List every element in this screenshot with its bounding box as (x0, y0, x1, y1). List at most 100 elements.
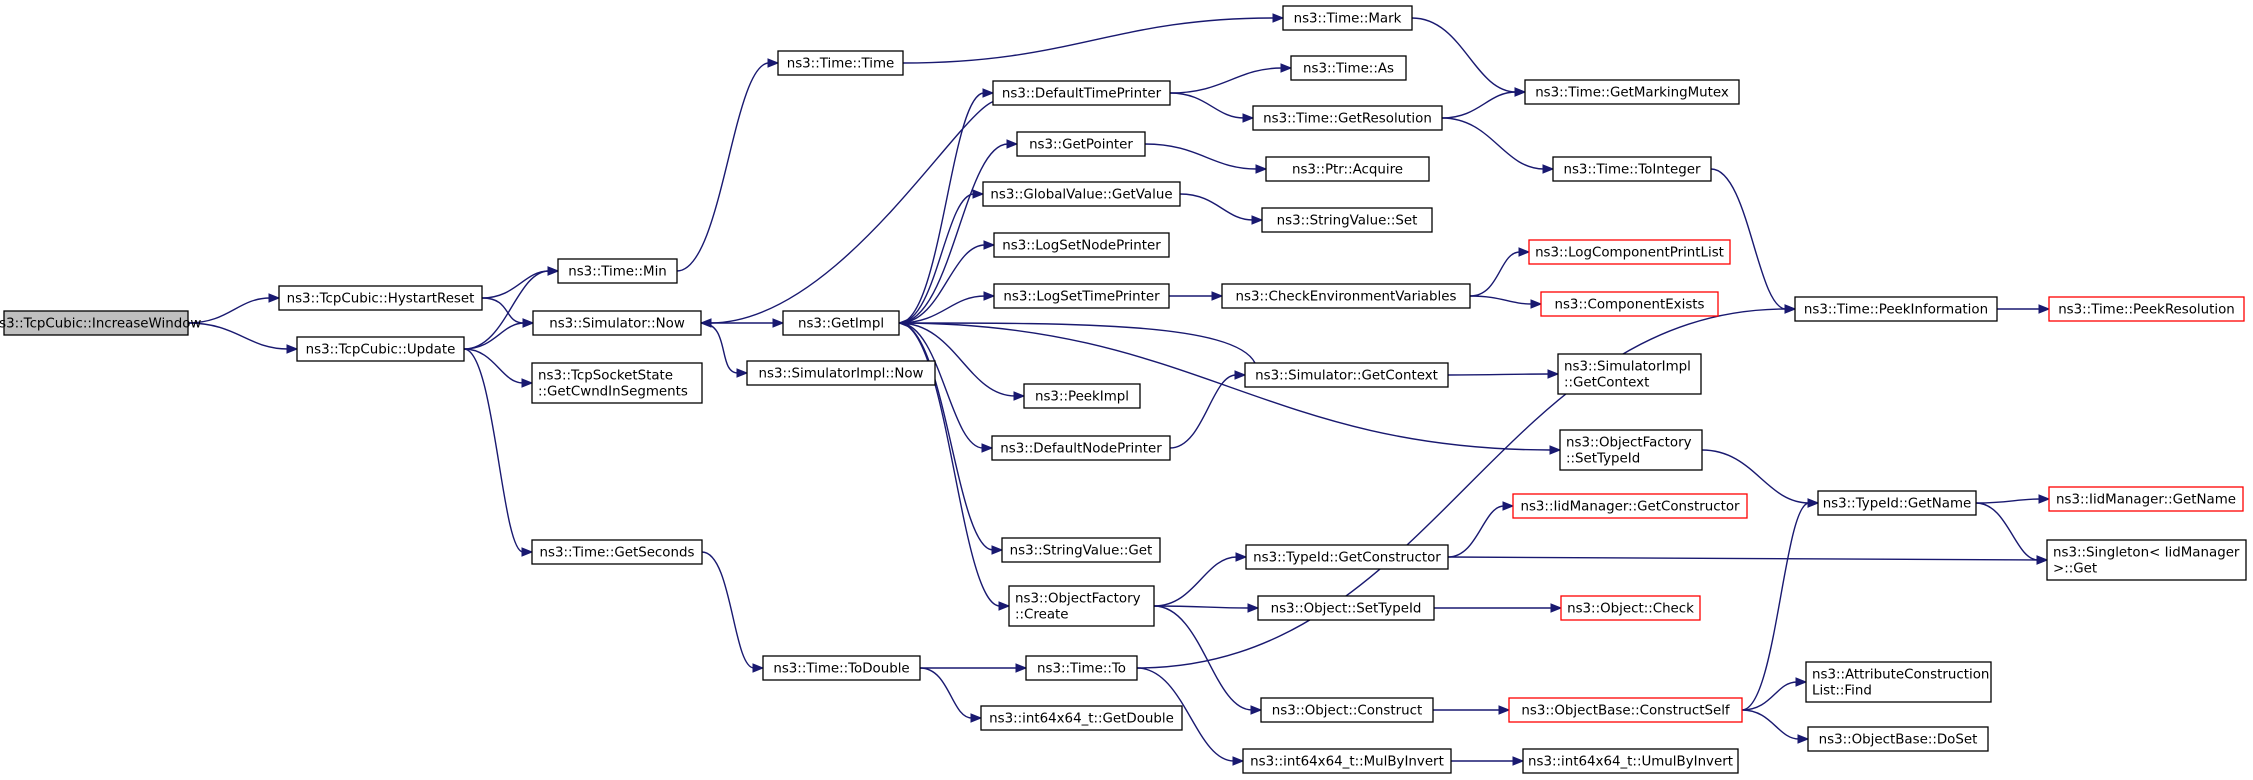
node-log-component-print-list[interactable]: ns3::LogComponentPrintList (1528, 239, 1731, 265)
arrowhead (1784, 304, 1797, 314)
node-typeid-get-constructor[interactable]: ns3::TypeId::GetConstructor (1245, 544, 1449, 570)
node-box (1016, 131, 1146, 157)
node-box (1257, 595, 1435, 621)
node-string-value-set[interactable]: ns3::StringValue::Set (1261, 207, 1433, 233)
node-box (980, 705, 1183, 731)
node-peek-impl[interactable]: ns3::PeekImpl (1023, 383, 1141, 409)
node-get-cwnd-in-segments[interactable]: ns3::TcpSocketState::GetCwndInSegments (531, 362, 703, 404)
edge-get_impl-to-peek_impl (898, 322, 1026, 401)
node-box (1023, 383, 1141, 409)
node-box (2048, 296, 2245, 322)
node-label: ns3::GetPointer (1029, 138, 1133, 153)
node-label: ns3::PeekImpl (1035, 390, 1129, 405)
node-increase-window[interactable]: ns3::TcpCubic::IncreaseWindow (0, 310, 201, 336)
node-label: ns3::DefaultNodePrinter (1000, 442, 1162, 457)
node-peek-resolution[interactable]: ns3::Time::PeekResolution (2048, 296, 2245, 322)
node-object-factory-set-type-id[interactable]: ns3::ObjectFactory::SetTypeId (1559, 429, 1703, 471)
node-time-as[interactable]: ns3::Time::As (1290, 55, 1407, 81)
node-construct-self[interactable]: ns3::ObjectBase::ConstructSelf (1508, 697, 1743, 723)
node-box (1242, 748, 1452, 774)
node-default-time-printer[interactable]: ns3::DefaultTimePrinter (992, 80, 1171, 106)
node-time-mark[interactable]: ns3::Time::Mark (1282, 5, 1413, 31)
node-update[interactable]: ns3::TcpCubic::Update (296, 336, 465, 362)
edge-default_time_printer-to-simulator_now (699, 100, 1004, 328)
node-simulator-impl-now[interactable]: ns3::SimulatorImpl::Now (746, 360, 936, 386)
node-get-marking-mutex[interactable]: ns3::Time::GetMarkingMutex (1524, 79, 1740, 105)
node-object-check[interactable]: ns3::Object::Check (1560, 595, 1701, 621)
edge-line (898, 143, 1009, 324)
node-component-exists[interactable]: ns3::ComponentExists (1540, 291, 1719, 317)
node-label: ns3::Time::Mark (1294, 12, 1402, 27)
node-ptr-acquire[interactable]: ns3::Ptr::Acquire (1265, 156, 1430, 182)
node-iid-manager-get-name[interactable]: ns3::IidManager::GetName (2048, 486, 2244, 512)
edge-line (907, 322, 1256, 364)
edge-line (898, 244, 986, 324)
node-box (278, 285, 483, 311)
node-time-to-integer[interactable]: ns3::Time::ToInteger (1552, 156, 1712, 182)
node-label: List::Find (1812, 684, 1872, 699)
edge-construct_self-to-object_base_do_set (1741, 709, 1810, 744)
node-object-factory-create[interactable]: ns3::ObjectFactory::Create (1008, 585, 1155, 627)
edge-log_set_time_printer-to-check_env_vars (1169, 291, 1224, 301)
node-default-node-printer[interactable]: ns3::DefaultNodePrinter (991, 435, 1171, 461)
node-label: ns3::Simulator::Now (549, 317, 685, 332)
node-check-env-vars[interactable]: ns3::CheckEnvironmentVariables (1221, 283, 1471, 309)
arrowhead (1280, 63, 1293, 73)
node-int64x64-get-double[interactable]: ns3::int64x64_t::GetDouble (980, 705, 1183, 731)
node-get-seconds[interactable]: ns3::Time::GetSeconds (531, 539, 703, 565)
edge-line (1469, 251, 1521, 297)
node-object-base-do-set[interactable]: ns3::ObjectBase::DoSet (1807, 726, 1989, 752)
node-simulator-impl-get-context[interactable]: ns3::SimulatorImpl::GetContext (1557, 353, 1702, 395)
edge-line (463, 270, 550, 350)
edge-construct_self-to-typeid_get_name (1741, 498, 1820, 711)
edge-line (1701, 449, 1810, 504)
node-global-value-get-value[interactable]: ns3::GlobalValue::GetValue (982, 181, 1181, 207)
node-time-time[interactable]: ns3::Time::Time (777, 50, 904, 76)
node-time-min[interactable]: ns3::Time::Min (557, 258, 678, 284)
node-singleton-get[interactable]: ns3::Singleton< IidManager >::Get (2046, 539, 2247, 581)
node-peek-information[interactable]: ns3::Time::PeekInformation (1794, 296, 1998, 322)
arrowhead (991, 545, 1004, 555)
node-umul-by-invert[interactable]: ns3::int64x64_t::UmulByInvert (1522, 748, 1739, 774)
edges-layer (187, 13, 2051, 766)
node-label: ns3::TcpCubic::Update (306, 343, 456, 358)
node-get-resolution[interactable]: ns3::Time::GetResolution (1252, 105, 1443, 131)
node-box (1260, 697, 1434, 723)
arrowhead (983, 291, 996, 301)
node-box (1221, 283, 1471, 309)
edge-typeid_get_constructor-to-iid_manager_get_constructor (1447, 501, 1515, 558)
node-time-to[interactable]: ns3::Time::To (1025, 655, 1138, 681)
arrowhead (983, 240, 996, 250)
node-get-impl[interactable]: ns3::GetImpl (782, 310, 900, 336)
node-iid-manager-get-constructor[interactable]: ns3::IidManager::GetConstructor (1512, 493, 1748, 519)
edge-mul_by_invert-to-umul_by_invert (1451, 756, 1525, 766)
node-label: ::Create (1015, 608, 1069, 623)
node-simulator-get-context[interactable]: ns3::Simulator::GetContext (1244, 362, 1449, 388)
node-hystart-reset[interactable]: ns3::TcpCubic::HystartReset (278, 285, 483, 311)
node-simulator-now[interactable]: ns3::Simulator::Now (532, 310, 702, 336)
node-label: ns3::TcpCubic::HystartReset (287, 292, 475, 307)
edge-line (463, 322, 525, 350)
node-log-set-node-printer[interactable]: ns3::LogSetNodePrinter (993, 232, 1170, 258)
edge-line (1441, 91, 1517, 119)
node-label: >::Get (2053, 562, 2097, 577)
node-mul-by-invert[interactable]: ns3::int64x64_t::MulByInvert (1242, 748, 1452, 774)
node-label: ns3::Singleton< IidManager (2053, 546, 2240, 561)
node-object-construct[interactable]: ns3::Object::Construct (1260, 697, 1434, 723)
node-box (1512, 493, 1748, 519)
edge-time_time-to-time_mark (902, 13, 1285, 64)
node-label: ns3::int64x64_t::MulByInvert (1250, 755, 1444, 770)
node-log-set-time-printer[interactable]: ns3::LogSetTimePrinter (993, 283, 1170, 309)
node-label: ::GetCwndInSegments (538, 385, 688, 400)
node-label: ns3::ObjectBase::ConstructSelf (1521, 704, 1730, 719)
node-label: ns3::Time::GetSeconds (540, 546, 695, 561)
edge-line (700, 322, 739, 374)
node-to-double[interactable]: ns3::Time::ToDouble (762, 655, 921, 681)
edge-line (898, 322, 984, 449)
edge-construct_self-to-attribute_construction_list_find (1741, 677, 1808, 711)
node-get-pointer[interactable]: ns3::GetPointer (1016, 131, 1146, 157)
node-string-value-get[interactable]: ns3::StringValue::Get (1001, 537, 1161, 563)
node-typeid-get-name[interactable]: ns3::TypeId::GetName (1817, 490, 1977, 516)
node-object-set-type-id[interactable]: ns3::Object::SetTypeId (1257, 595, 1435, 621)
